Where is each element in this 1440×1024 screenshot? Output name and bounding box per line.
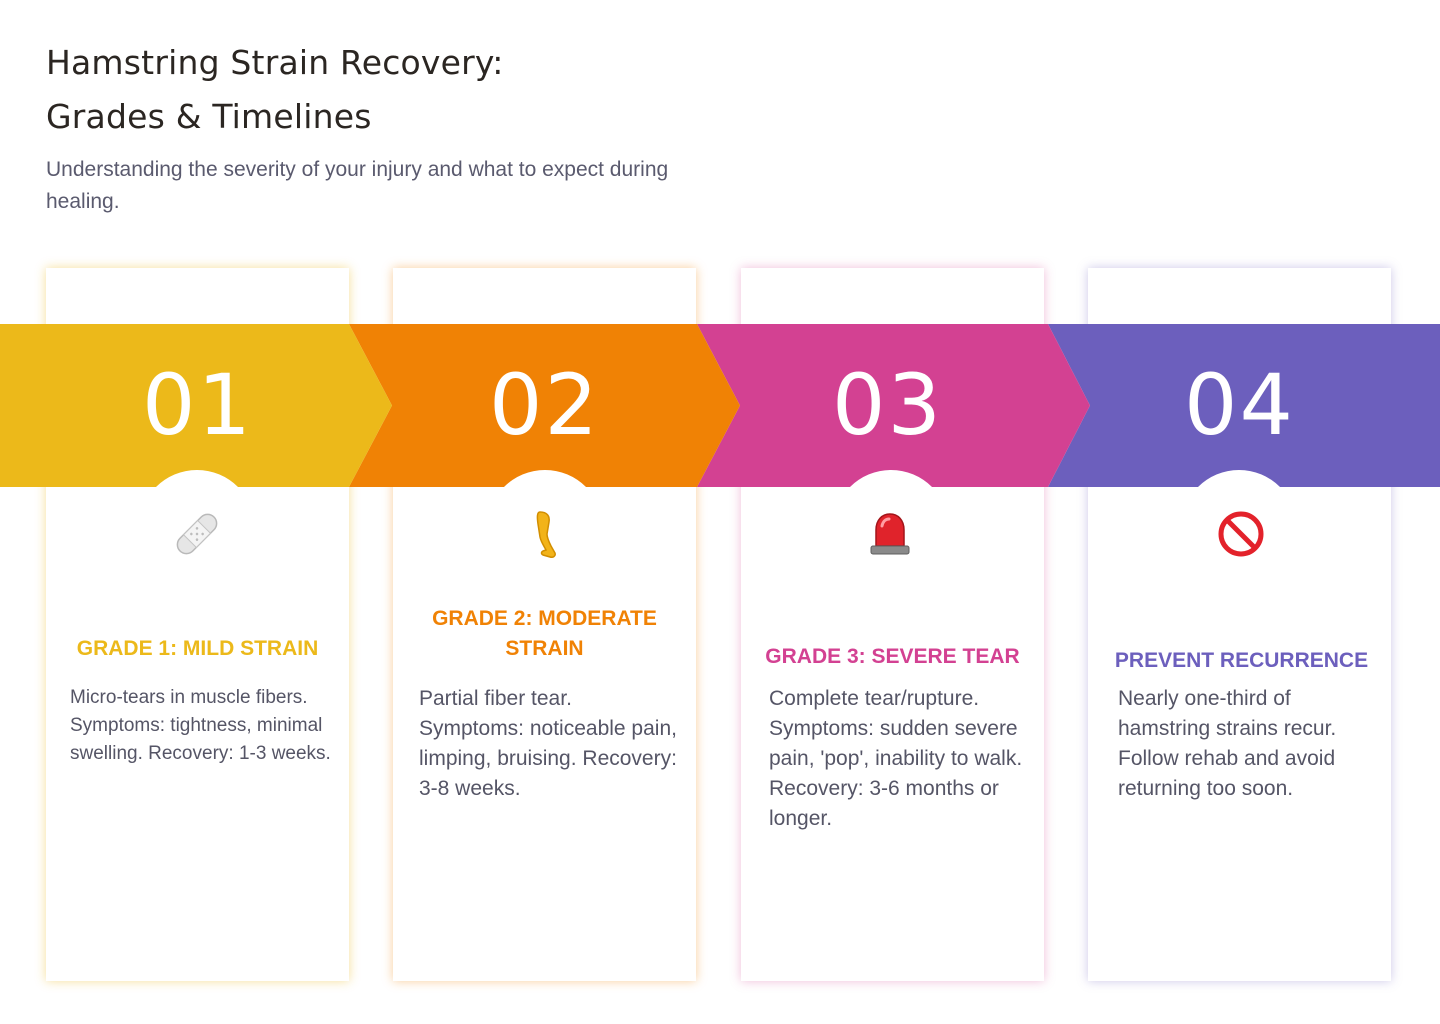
step-number-2: 02 [489,356,600,454]
step-body-1: Micro-tears in muscle fibers. Symptoms: … [70,687,331,764]
page-title-line1: Hamstring Strain Recovery: [46,43,504,82]
chevron-segment-4 [1048,324,1440,487]
leg-icon [536,511,556,558]
step-body-3: Complete tear/rupture. Symptoms: sudden … [769,687,1023,830]
step-number-1: 01 [142,356,253,454]
step-body-4: Nearly one-third of hamstring strains re… [1118,687,1337,800]
page-title-line2: Grades & Timelines [46,97,372,136]
chevron-band [0,324,1440,487]
chevron-segment-1 [0,324,392,487]
step-number-3: 03 [832,356,943,454]
header: Hamstring Strain Recovery: Grades & Time… [46,36,726,218]
step-title-2: GRADE 2: MODERATE STRAIN [432,607,657,660]
page-subtitle: Understanding the severity of your injur… [46,158,669,213]
step-number-4: 04 [1184,356,1295,454]
step-title-3: GRADE 3: SEVERE TEAR [765,645,1020,668]
page-title: Hamstring Strain Recovery: Grades & Time… [46,36,726,144]
chevron-segment-2 [349,324,740,487]
prohibited-icon [1218,511,1264,557]
step-body-2: Partial fiber tear. Symptoms: noticeable… [419,687,677,800]
bandage-icon [176,513,218,555]
chevron-segment-3 [697,324,1090,487]
siren-icon [870,513,910,555]
step-title-1: GRADE 1: MILD STRAIN [76,637,319,660]
step-title-4: PREVENT RECURRENCE [1114,649,1369,672]
